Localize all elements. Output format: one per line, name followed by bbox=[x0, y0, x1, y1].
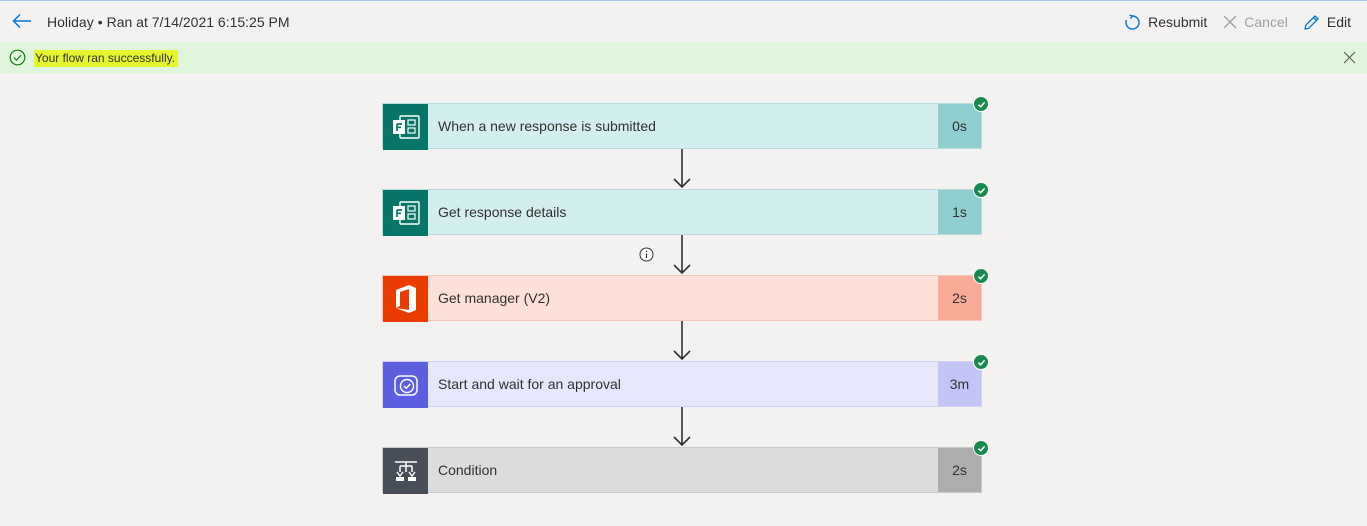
check-circle-icon bbox=[9, 49, 26, 66]
success-check-icon bbox=[973, 440, 989, 456]
flow-name: Holiday bbox=[47, 14, 94, 30]
step-duration: 3m bbox=[938, 362, 981, 406]
step-duration: 2s bbox=[938, 276, 981, 320]
step-card-start-approval[interactable]: Start and wait for an approval 3m bbox=[382, 354, 989, 408]
success-banner: Your flow ran successfully. bbox=[0, 42, 1367, 73]
office365-icon bbox=[395, 285, 416, 313]
command-bar: Resubmit Cancel Edit bbox=[1124, 1, 1367, 43]
step-duration: 0s bbox=[938, 104, 981, 148]
step-card-new-response[interactable]: When a new response is submitted 0s bbox=[382, 96, 989, 150]
step-label: Get manager (V2) bbox=[438, 290, 551, 306]
forms-icon bbox=[392, 115, 420, 139]
run-header: Holiday•Ran at 7/14/2021 6:15:25 PM Resu… bbox=[0, 0, 1367, 42]
back-button[interactable] bbox=[10, 9, 34, 33]
success-message: Your flow ran successfully. bbox=[34, 50, 179, 67]
page-title: Holiday•Ran at 7/14/2021 6:15:25 PM bbox=[47, 14, 290, 30]
step-icon-tile bbox=[383, 190, 428, 236]
run-timestamp: Ran at 7/14/2021 6:15:25 PM bbox=[106, 14, 290, 30]
condition-icon bbox=[394, 461, 417, 481]
refresh-icon bbox=[1125, 13, 1140, 30]
step-duration: 1s bbox=[938, 190, 981, 234]
connector-arrow-icon bbox=[673, 321, 691, 361]
info-icon[interactable] bbox=[639, 247, 654, 262]
resubmit-label: Resubmit bbox=[1148, 14, 1208, 30]
arrow-left-icon bbox=[12, 13, 31, 29]
cancel-label: Cancel bbox=[1244, 14, 1288, 30]
step-icon-tile bbox=[383, 362, 428, 408]
title-separator: • bbox=[97, 14, 103, 30]
step-icon-tile bbox=[383, 448, 428, 494]
step-label: When a new response is submitted bbox=[438, 118, 656, 134]
edit-button[interactable]: Edit bbox=[1303, 14, 1351, 31]
step-card-get-response-details[interactable]: Get response details 1s bbox=[382, 182, 989, 236]
close-icon bbox=[1223, 15, 1237, 29]
forms-icon bbox=[392, 201, 420, 225]
connector-arrow-icon bbox=[673, 149, 691, 189]
step-label: Condition bbox=[438, 462, 498, 478]
connector-arrow-icon bbox=[673, 407, 691, 447]
step-card-condition[interactable]: Condition 2s bbox=[382, 440, 989, 494]
step-label: Get response details bbox=[438, 204, 567, 220]
cancel-button[interactable]: Cancel bbox=[1223, 14, 1288, 30]
step-icon-tile bbox=[383, 104, 428, 150]
resubmit-button[interactable]: Resubmit bbox=[1124, 13, 1208, 31]
success-check-icon bbox=[973, 268, 989, 284]
pencil-icon bbox=[1304, 14, 1319, 30]
success-check-icon bbox=[973, 354, 989, 370]
step-icon-tile bbox=[383, 276, 428, 322]
success-check-icon bbox=[973, 182, 989, 198]
step-duration: 2s bbox=[938, 448, 981, 492]
connector-arrow-icon bbox=[673, 235, 691, 275]
success-check-icon bbox=[973, 96, 989, 112]
step-card-get-manager[interactable]: Get manager (V2) 2s bbox=[382, 268, 989, 322]
edit-label: Edit bbox=[1326, 14, 1351, 30]
dismiss-icon[interactable] bbox=[1343, 51, 1356, 64]
approvals-icon bbox=[393, 375, 418, 396]
step-label: Start and wait for an approval bbox=[438, 376, 621, 392]
